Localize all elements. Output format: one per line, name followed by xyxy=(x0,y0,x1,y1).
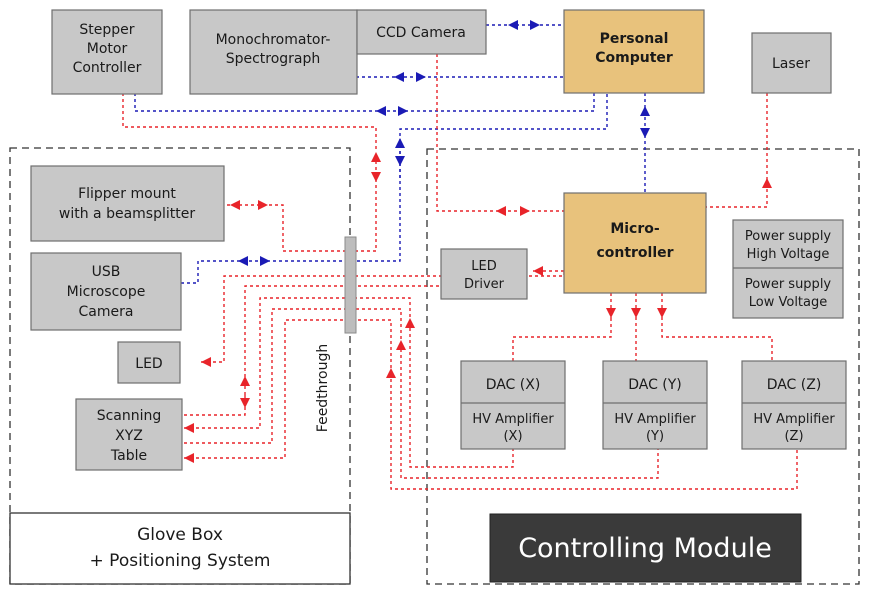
power-supply-group xyxy=(732,219,844,319)
wire-xyz-b xyxy=(184,297,411,429)
glove-box-label-box xyxy=(9,512,351,585)
label-line: + Positioning System xyxy=(90,551,271,571)
label-line: DAC (X) xyxy=(486,377,541,393)
ccd-camera-label: CCD Camera xyxy=(376,25,466,41)
label-line: Monochromator- xyxy=(216,32,331,48)
wire-laser-micro xyxy=(706,93,768,208)
flipper-mount-label: Flipper mount with a beamsplitter xyxy=(59,186,195,222)
usb-microscope-camera xyxy=(30,252,182,331)
label-line: HV Amplifier xyxy=(614,412,696,427)
scanning-xyz-table xyxy=(75,398,183,471)
microcontroller-label: Micro-controller xyxy=(596,221,673,261)
dac-y-label: DAC (Y) xyxy=(628,377,682,393)
label-line: Motor xyxy=(87,41,128,57)
label-line: Driver xyxy=(464,277,505,292)
label-line: Power supply xyxy=(745,277,832,292)
wire-micro-dac-z xyxy=(661,293,773,361)
wire-xyz-a xyxy=(184,395,246,416)
label-line: LED xyxy=(471,259,496,274)
feedthrough-bar xyxy=(344,236,357,334)
wire-xyz-d xyxy=(184,319,392,459)
label-line: HV Amplifier xyxy=(753,412,835,427)
label-line: DAC (Y) xyxy=(628,377,682,393)
label-line: USB xyxy=(92,264,121,280)
label-line: Flipper mount xyxy=(78,186,176,202)
wire-xyz-c xyxy=(184,308,402,444)
label-line: DAC (Z) xyxy=(767,377,822,393)
personal-computer xyxy=(563,9,705,94)
laser xyxy=(751,32,832,94)
label-line: Scanning xyxy=(97,408,162,424)
controlling-module-region xyxy=(426,148,860,585)
dac-hv-y xyxy=(602,360,708,450)
label-line: HV Amplifier xyxy=(472,412,554,427)
ccd-camera xyxy=(356,9,487,55)
label-line: Controller xyxy=(73,60,142,76)
led xyxy=(117,341,181,384)
label-line: controller xyxy=(596,245,673,261)
label-line: Power supply xyxy=(745,229,832,244)
wire-stepper-feed xyxy=(122,93,377,150)
label-line: Camera xyxy=(79,304,134,320)
label-line: Stepper xyxy=(79,22,134,38)
wire-usbcam-pc-upper xyxy=(399,93,608,178)
led-driver xyxy=(440,248,528,300)
controlling-module-label-box xyxy=(489,513,802,583)
wire-stepper-pc xyxy=(134,93,595,112)
hv-amplifier-x-label: HV Amplifier (X) xyxy=(472,412,554,444)
label-line: Spectrograph xyxy=(226,51,321,67)
label-line: Micro- xyxy=(610,221,660,237)
led-driver-label: LED Driver xyxy=(464,259,505,292)
wire-leddriver-xyz xyxy=(244,285,441,395)
wire-hv-z xyxy=(390,373,798,490)
wire-hv-x xyxy=(409,322,514,468)
flipper-mount xyxy=(30,165,225,242)
glove-box-region xyxy=(9,147,351,585)
glove-box-label: Glove Box + Positioning System xyxy=(90,525,271,571)
label-line: with a beamsplitter xyxy=(59,206,195,222)
label-line: Laser xyxy=(772,56,810,72)
laser-label: Laser xyxy=(772,56,810,72)
feedthrough-label: Feedthrough xyxy=(315,344,331,432)
led-label: LED xyxy=(135,356,162,372)
wire-ccd-micro xyxy=(436,42,564,212)
label-line: Personal xyxy=(600,31,669,47)
wire-hv-y xyxy=(400,343,659,479)
label-line: CCD Camera xyxy=(376,25,466,41)
label-line: Table xyxy=(110,448,147,464)
dac-hv-z xyxy=(741,360,847,450)
dac-hv-x xyxy=(460,360,566,450)
monochromator-spectrograph-label: Monochromator- Spectrograph xyxy=(216,32,331,67)
label-line: (Z) xyxy=(784,429,803,444)
hv-amplifier-y-label: HV Amplifier (Y) xyxy=(614,412,696,444)
label-line: High Voltage xyxy=(747,247,830,262)
dac-z-label: DAC (Z) xyxy=(767,377,822,393)
label-line: LED xyxy=(135,356,162,372)
label-line: Computer xyxy=(595,50,673,66)
label-line: Glove Box xyxy=(137,525,223,545)
controlling-module-label: Controlling Module xyxy=(518,533,772,564)
connection-lines xyxy=(122,24,798,490)
label-line: Low Voltage xyxy=(749,295,828,310)
wire-usbcam-pc xyxy=(181,140,401,284)
dac-x-label: DAC (X) xyxy=(486,377,541,393)
hv-amplifier-z-label: HV Amplifier (Z) xyxy=(753,412,835,444)
label-line: XYZ xyxy=(115,428,143,444)
label-line: (Y) xyxy=(646,429,664,444)
wire-micro-dac-x xyxy=(512,318,612,361)
stepper-motor-controller xyxy=(51,9,163,95)
arrowheads xyxy=(184,20,772,463)
microcontroller xyxy=(563,192,707,294)
label-line: (X) xyxy=(503,429,522,444)
label-line: Microscope xyxy=(67,284,146,300)
